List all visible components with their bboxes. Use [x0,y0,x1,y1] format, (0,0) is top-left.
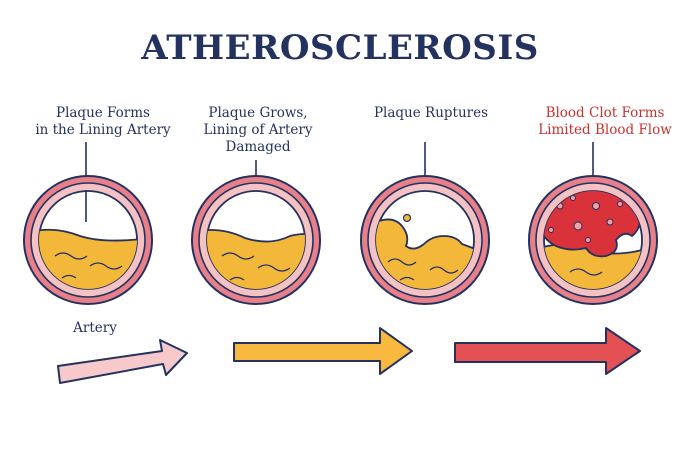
stage-2-label-line-3: Damaged [225,139,291,155]
stage-2-label-line-2: Lining of Artery [203,122,313,138]
plaque-texture [257,264,291,272]
plaque-texture [387,258,417,266]
stage-2-vessel [191,160,321,305]
clot-cell [617,201,623,207]
diagram-title: ATHEROSCLEROSIS [141,28,539,68]
stage-3-label: Plaque Ruptures [366,105,496,122]
stage-1-vessel [23,142,153,305]
plaque-texture [569,268,603,276]
stage-1-label-line-1: Plaque Forms [55,105,150,121]
artery-label: Artery [73,320,117,336]
plaque-texture [229,276,245,281]
stage-3-vessel [360,142,490,305]
plaque-texture [221,252,255,260]
plaque-fragment [402,213,412,223]
clot-cell [585,237,591,243]
clot-cell [573,221,583,231]
stage-2-label-line-1: Plaque Grows, [208,105,308,121]
plaque-texture [399,276,415,281]
stage-1-label: Plaque Forms in the Lining Artery [28,105,178,139]
clot-cell [606,218,614,226]
stage-1-label-line-2: in the Lining Artery [35,122,171,138]
plaque-texture [54,252,88,260]
plaque-texture [89,262,123,270]
clot-cell [548,227,554,233]
blood-clot [544,191,641,258]
clot-cell [592,202,600,210]
ruptured-plaque [376,218,474,289]
stage-4-label: Blood Clot Forms Limited Blood Flow [530,105,680,139]
stage-4-vessel [528,142,658,305]
stage-2-label: Plaque Grows, Lining of Artery Damaged [193,105,323,156]
stage-3-label-line-1: Plaque Ruptures [373,105,489,121]
plaque-texture [61,274,77,279]
clot-cell [570,195,576,201]
stage-4-label-line-2: Limited Blood Flow [538,122,672,138]
plaque-texture [429,266,459,274]
blood-clot-arrow [454,327,641,375]
artery-arrow [57,339,188,384]
stage-4-label-line-1: Blood Clot Forms [545,105,665,121]
plaque-growth-arrow [233,327,413,375]
